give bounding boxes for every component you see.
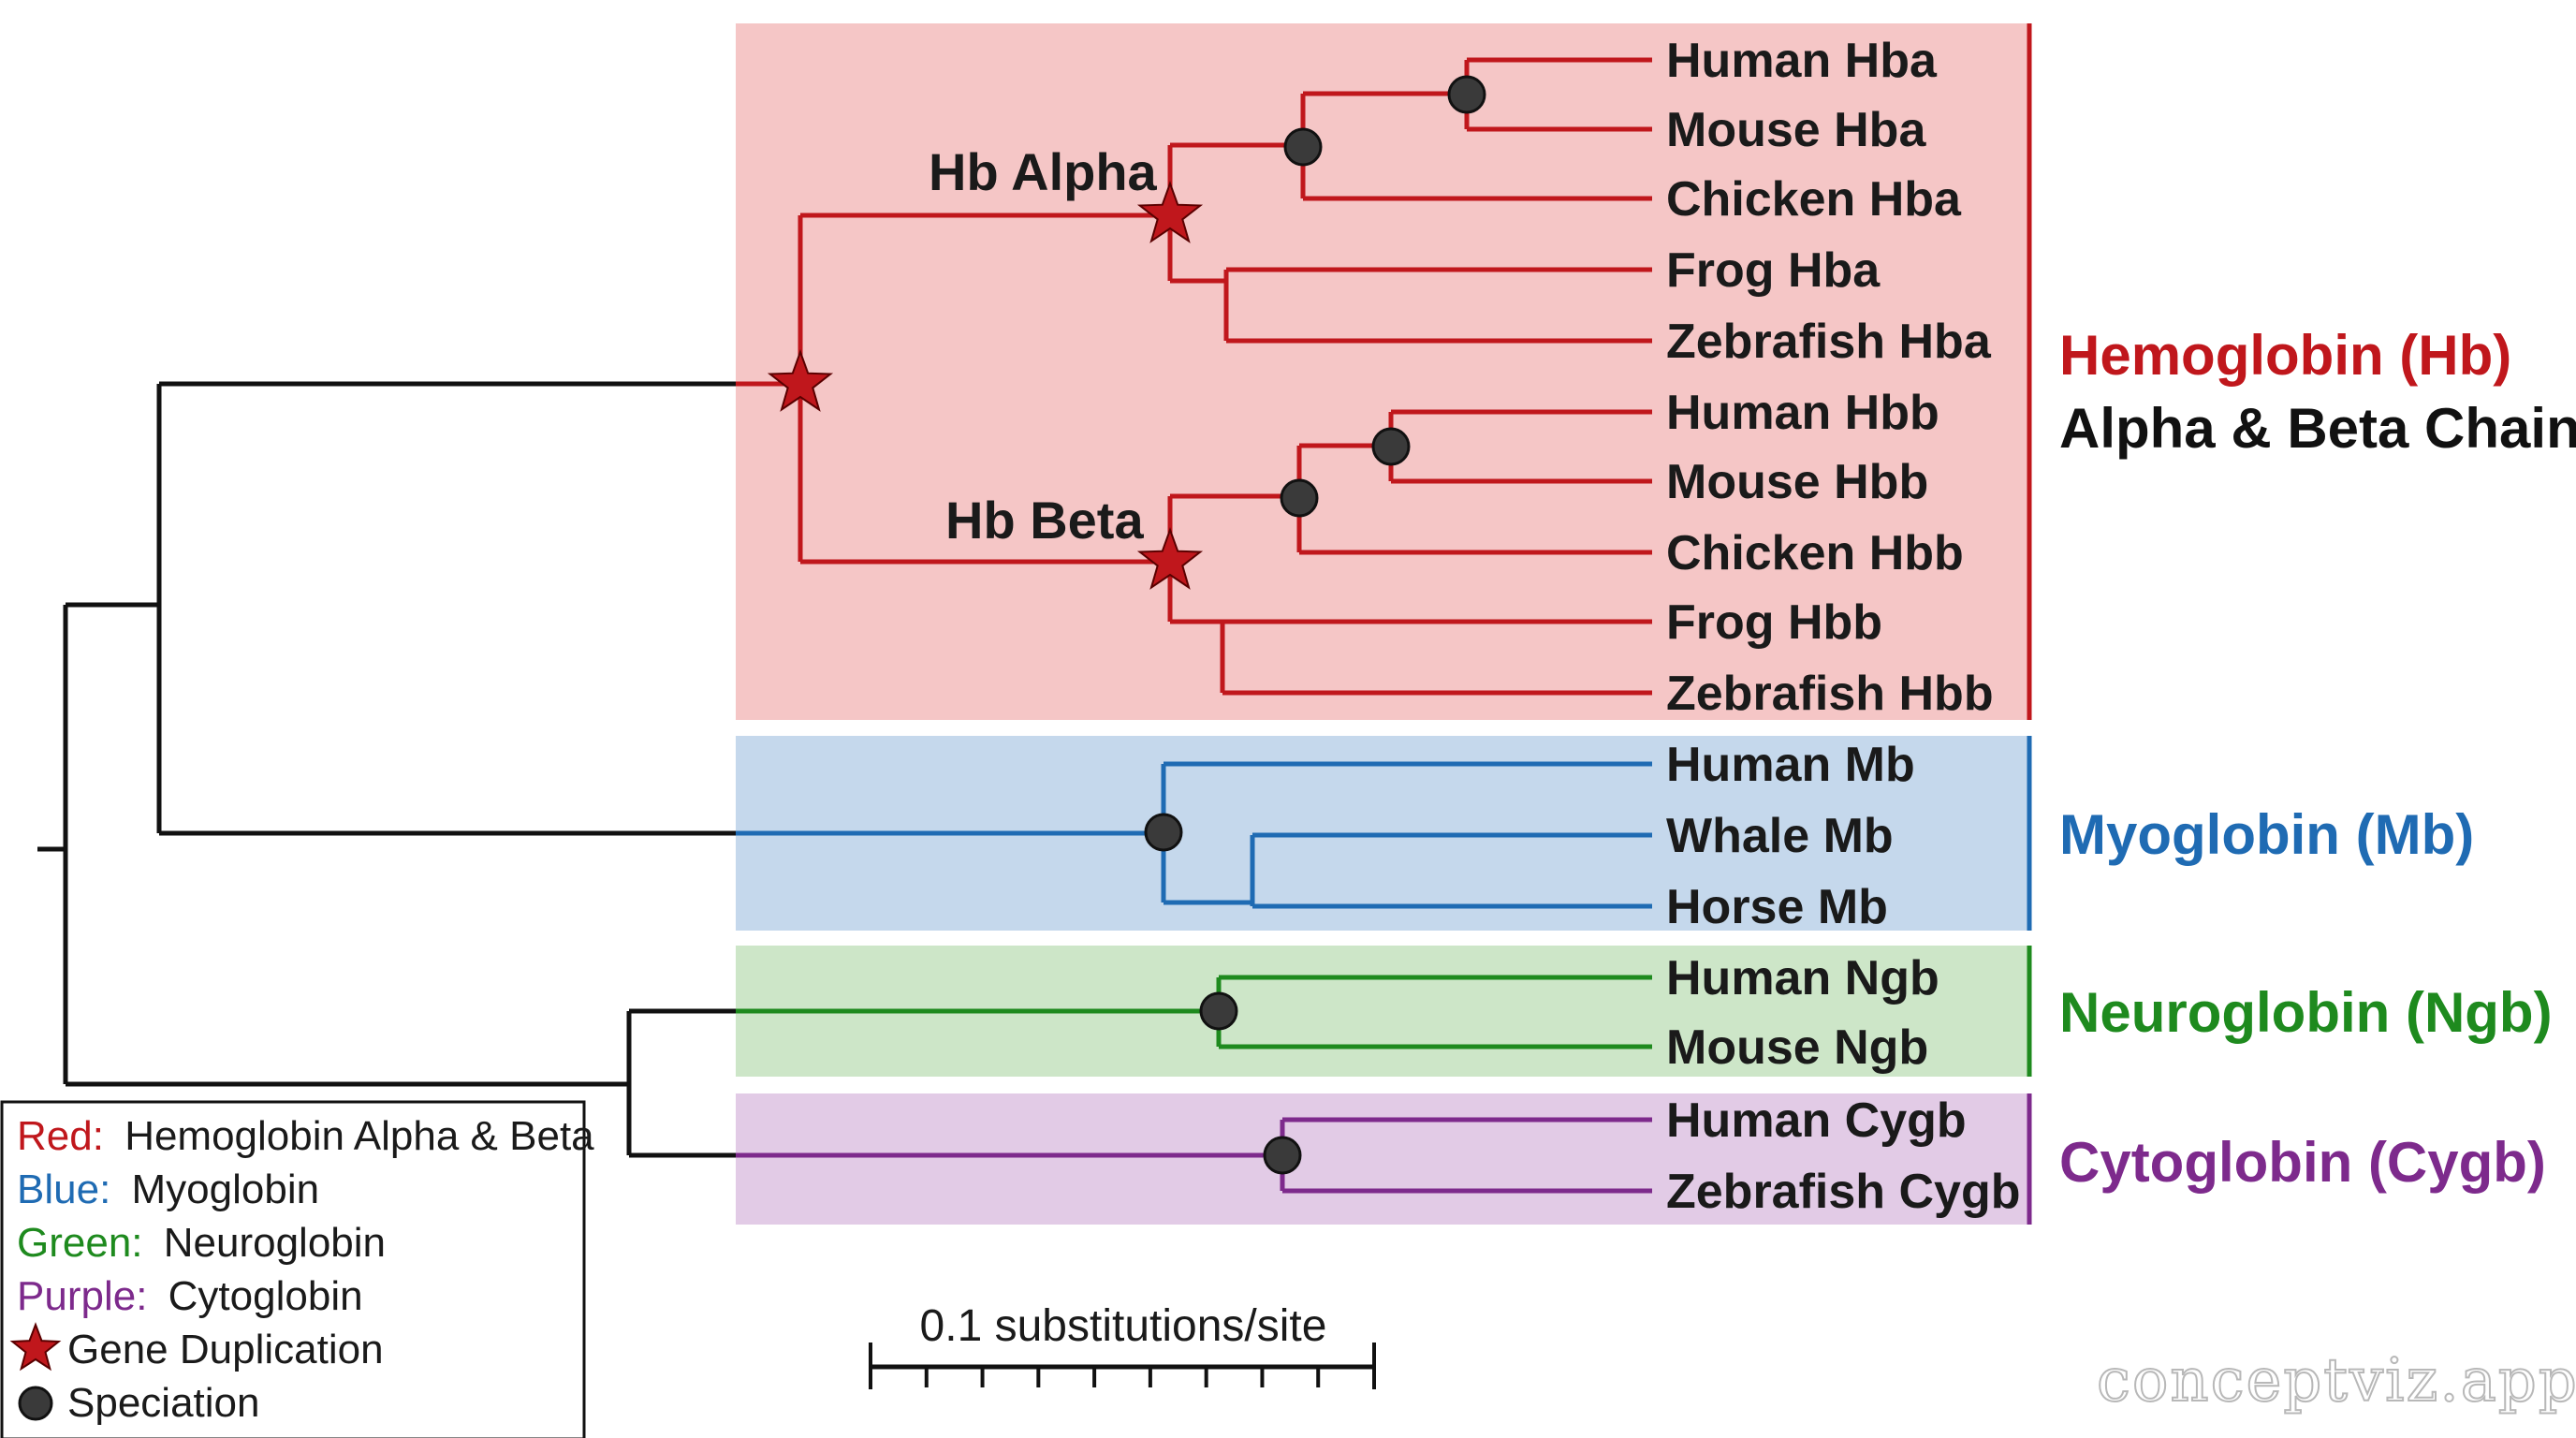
mb-group-label: Myoglobin (Mb) — [2059, 803, 2474, 866]
ngb-group-label: Neuroglobin (Ngb) — [2059, 981, 2553, 1044]
hb-group-label: Hemoglobin (Hb) — [2059, 324, 2511, 387]
ngb-branches — [736, 975, 1652, 1049]
leaf-label: Human Hba — [1666, 34, 1938, 88]
duplication-stars — [767, 181, 1204, 590]
watermark: conceptviz.app — [2097, 1346, 2576, 1416]
speciation-node — [1263, 1136, 1302, 1175]
leaf-label: Human Mb — [1666, 738, 1915, 792]
leaf-label: Zebrafish Hbb — [1666, 667, 1994, 721]
leaf-label: Human Ngb — [1666, 951, 1939, 1005]
star-icon — [9, 1322, 62, 1372]
speciation-node — [1371, 427, 1411, 466]
legend-value: Hemoglobin Alpha & Beta — [124, 1113, 594, 1159]
leaf-label: Human Hbb — [1666, 386, 1939, 440]
legend-value: Cytoglobin — [168, 1273, 363, 1319]
legend-value: Neuroglobin — [164, 1220, 386, 1266]
legend-item-purple: Purple: Cytoglobin — [17, 1273, 363, 1319]
speciation-nodes — [1144, 75, 1486, 1175]
legend-key: Purple: — [17, 1273, 147, 1319]
hb-beta-label: Hb Beta — [945, 491, 1144, 550]
legend-item-green: Green: Neuroglobin — [17, 1220, 386, 1266]
legend-speciation-label: Speciation — [67, 1380, 259, 1426]
leaf-label: Human Cygb — [1666, 1093, 1967, 1148]
leaf-label: Chicken Hba — [1666, 172, 1962, 227]
speciation-icon — [18, 1386, 53, 1421]
leaf-label: Frog Hbb — [1666, 595, 1882, 650]
duplication-star — [1136, 181, 1204, 243]
scale-bar-label: 0.1 substitutions/site — [920, 1301, 1327, 1351]
mb-branches — [736, 761, 1652, 909]
legend-value: Myoglobin — [132, 1167, 320, 1212]
leaf-label: Mouse Hbb — [1666, 455, 1928, 509]
leaf-label: Zebrafish Hba — [1666, 315, 1992, 369]
backbone-branches — [37, 381, 800, 1158]
legend-key: Blue: — [17, 1167, 110, 1212]
cygb-clade-panel — [736, 1093, 2031, 1225]
legend-duplication-label: Gene Duplication — [67, 1327, 384, 1372]
speciation-node — [1283, 127, 1323, 167]
leaf-label: Chicken Hbb — [1666, 526, 1964, 580]
speciation-node — [1447, 75, 1486, 114]
legend-box — [0, 1100, 586, 1438]
scale-bar: 0.1 substitutions/site — [869, 1301, 1376, 1389]
legend-item-red: Red: Hemoglobin Alpha & Beta — [17, 1113, 594, 1159]
duplication-star — [1136, 527, 1204, 590]
leaf-label: Frog Hba — [1666, 243, 1881, 298]
hb-alpha-label: Hb Alpha — [929, 142, 1158, 201]
leaf-label: Horse Mb — [1666, 880, 1888, 934]
leaf-label: Mouse Hba — [1666, 103, 1926, 157]
leaf-label: Mouse Ngb — [1666, 1020, 1928, 1075]
legend-key: Green: — [17, 1220, 143, 1266]
hb-clade-panel — [736, 23, 2031, 720]
legend-key: Red: — [17, 1113, 104, 1159]
duplication-star — [767, 349, 834, 412]
cygb-group-label: Cytoglobin (Cygb) — [2059, 1131, 2546, 1194]
hb-group-sublabel: Alpha & Beta Chains — [2059, 397, 2576, 460]
legend-item-blue: Blue: Myoglobin — [17, 1167, 319, 1212]
leaf-label: Whale Mb — [1666, 809, 1894, 863]
legend: Red: Hemoglobin Alpha & Beta Blue: Myogl… — [0, 1100, 594, 1438]
cygb-branches — [736, 1117, 1652, 1194]
speciation-node — [1144, 813, 1183, 852]
speciation-node — [1280, 478, 1319, 518]
leaf-label: Zebrafish Cygb — [1666, 1165, 2021, 1219]
speciation-node — [1199, 991, 1238, 1031]
